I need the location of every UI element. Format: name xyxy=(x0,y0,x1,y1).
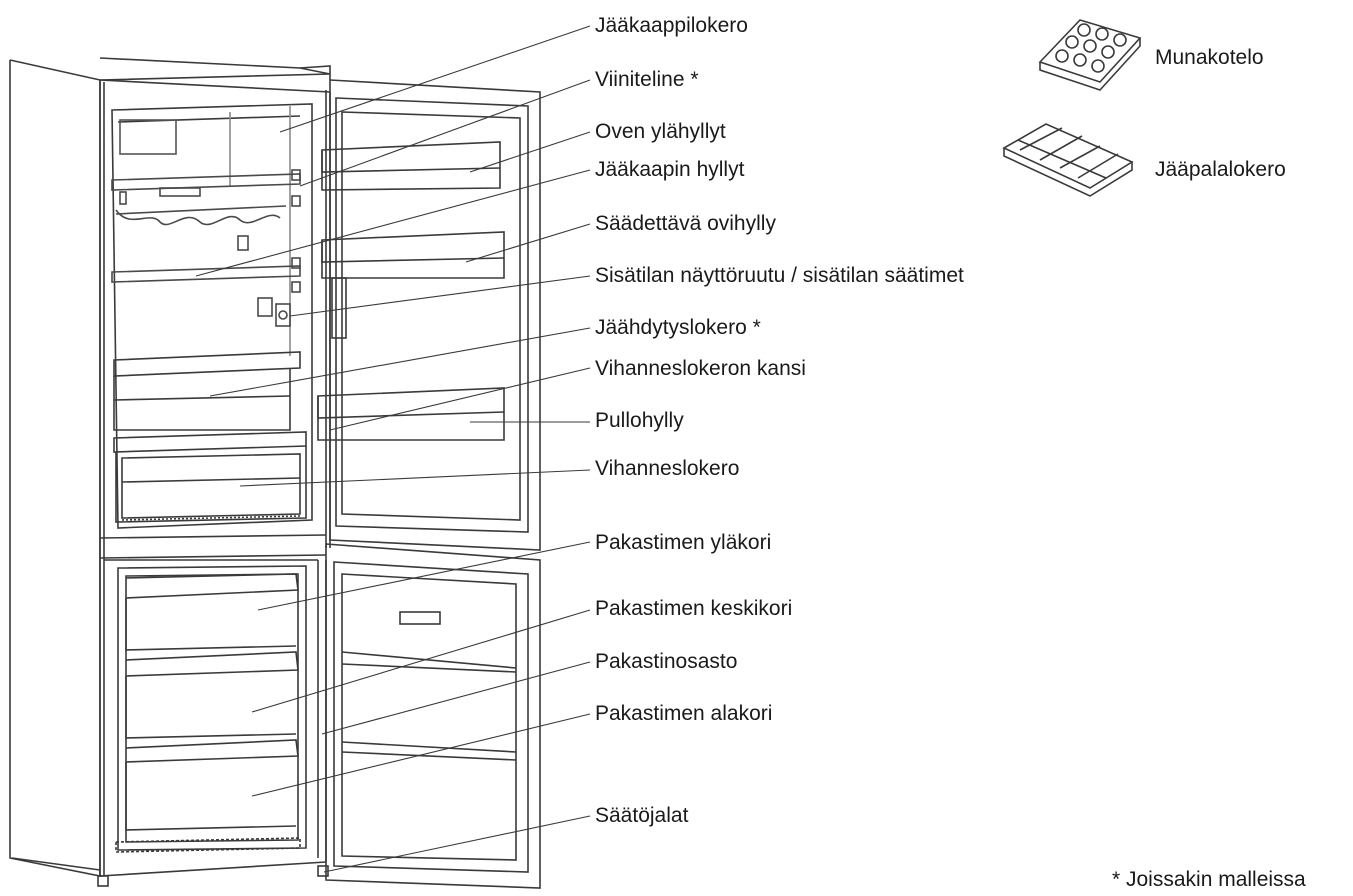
cabinet xyxy=(10,58,330,876)
egg-tray-icon xyxy=(1040,20,1140,90)
leader-line xyxy=(324,816,590,872)
label-upper-door-shelves: Oven ylähyllyt xyxy=(595,120,726,144)
fridge-shelves xyxy=(112,170,300,326)
footnote: * Joissakin malleissa xyxy=(1112,868,1306,892)
label-adjustable-feet: Säätöjalat xyxy=(595,804,688,828)
leader-line xyxy=(280,26,590,132)
ice-tray-icon xyxy=(1004,124,1132,196)
label-freezer-compartment: Pakastinosasto xyxy=(595,650,737,674)
label-crisper: Vihanneslokero xyxy=(595,457,739,481)
label-ice-tray: Jääpalalokero xyxy=(1155,158,1286,182)
chill-drawer xyxy=(114,352,300,430)
freezer-door xyxy=(326,544,540,888)
label-freezer-lower-basket: Pakastimen alakori xyxy=(595,702,772,726)
fan-box xyxy=(120,120,176,154)
leader-line xyxy=(330,368,590,430)
label-crisper-cover: Vihanneslokeron kansi xyxy=(595,357,806,381)
freezer-cabinet xyxy=(116,566,306,852)
label-chill-drawer: Jäähdytyslokero * xyxy=(595,316,761,340)
adjustable-foot xyxy=(98,876,108,886)
label-fridge-compartment: Jääkaappilokero xyxy=(595,14,748,38)
label-fridge-shelves: Jääkaapin hyllyt xyxy=(595,158,744,182)
label-bottle-shelf: Pullohylly xyxy=(595,409,684,433)
label-egg-tray: Munakotelo xyxy=(1155,46,1264,70)
leader-line xyxy=(470,132,590,172)
crisper xyxy=(114,432,306,522)
label-freezer-middle-basket: Pakastimen keskikori xyxy=(595,597,792,621)
label-wine-rack: Viiniteline * xyxy=(595,68,699,92)
label-adjustable-door-shelf: Säädettävä ovihylly xyxy=(595,212,776,236)
label-display-controls: Sisätilan näyttöruutu / sisätilan säätim… xyxy=(595,264,964,288)
leader-line xyxy=(210,328,590,396)
label-freezer-upper-basket: Pakastimen yläkori xyxy=(595,531,771,555)
leader-line xyxy=(290,276,590,316)
leader-line xyxy=(300,80,590,186)
